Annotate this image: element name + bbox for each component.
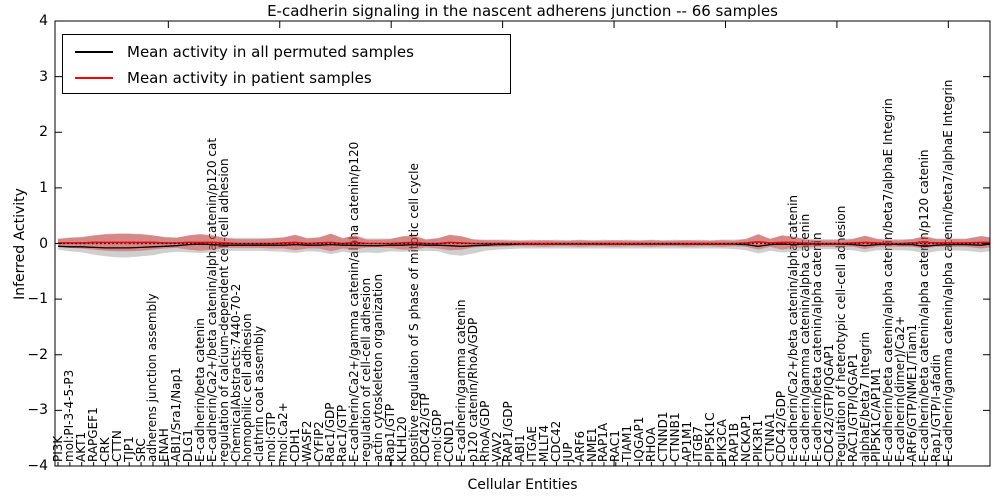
legend-box: Mean activity in all permuted samples Me… <box>62 34 511 94</box>
legend-entry-patient: Mean activity in patient samples <box>63 66 372 90</box>
x-tick-label: E-cadherin/gamma catenin/alpha catenin/b… <box>940 79 955 462</box>
permuted-line-swatch <box>75 51 113 53</box>
patient-line-swatch <box>75 77 113 79</box>
legend-label-patient: Mean activity in patient samples <box>127 69 372 87</box>
legend-label-permuted: Mean activity in all permuted samples <box>127 43 414 61</box>
legend-entry-permuted: Mean activity in all permuted samples <box>63 40 414 64</box>
